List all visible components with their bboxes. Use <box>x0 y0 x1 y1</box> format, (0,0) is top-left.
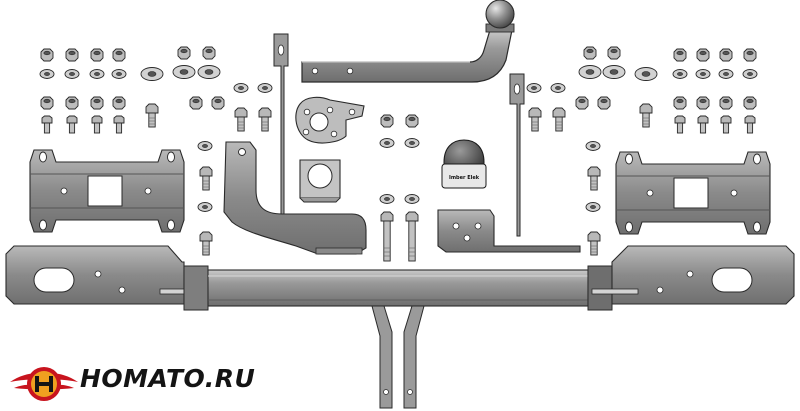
center-hardware-set <box>379 114 420 262</box>
socket-holder-bracket <box>299 159 341 203</box>
socket-label: Imber Elek <box>449 175 480 181</box>
left-l-bracket <box>223 141 367 255</box>
right-side-bracket <box>615 151 771 235</box>
winged-h-emblem-icon <box>10 367 78 401</box>
right-hardware-set <box>526 46 758 256</box>
left-side-bracket <box>29 149 185 233</box>
ball-mount-plate <box>295 96 365 144</box>
center-mount-straps <box>371 305 425 409</box>
brand-logo-text: HOMATO.RU <box>80 364 256 393</box>
electrical-socket: Imber Elek <box>441 139 487 189</box>
socket-mount-bracket <box>437 209 581 253</box>
tow-ball-arm <box>301 0 515 83</box>
right-hanger-rod <box>509 73 525 237</box>
main-crossbar <box>5 245 795 311</box>
left-hanger-rod <box>273 33 289 221</box>
